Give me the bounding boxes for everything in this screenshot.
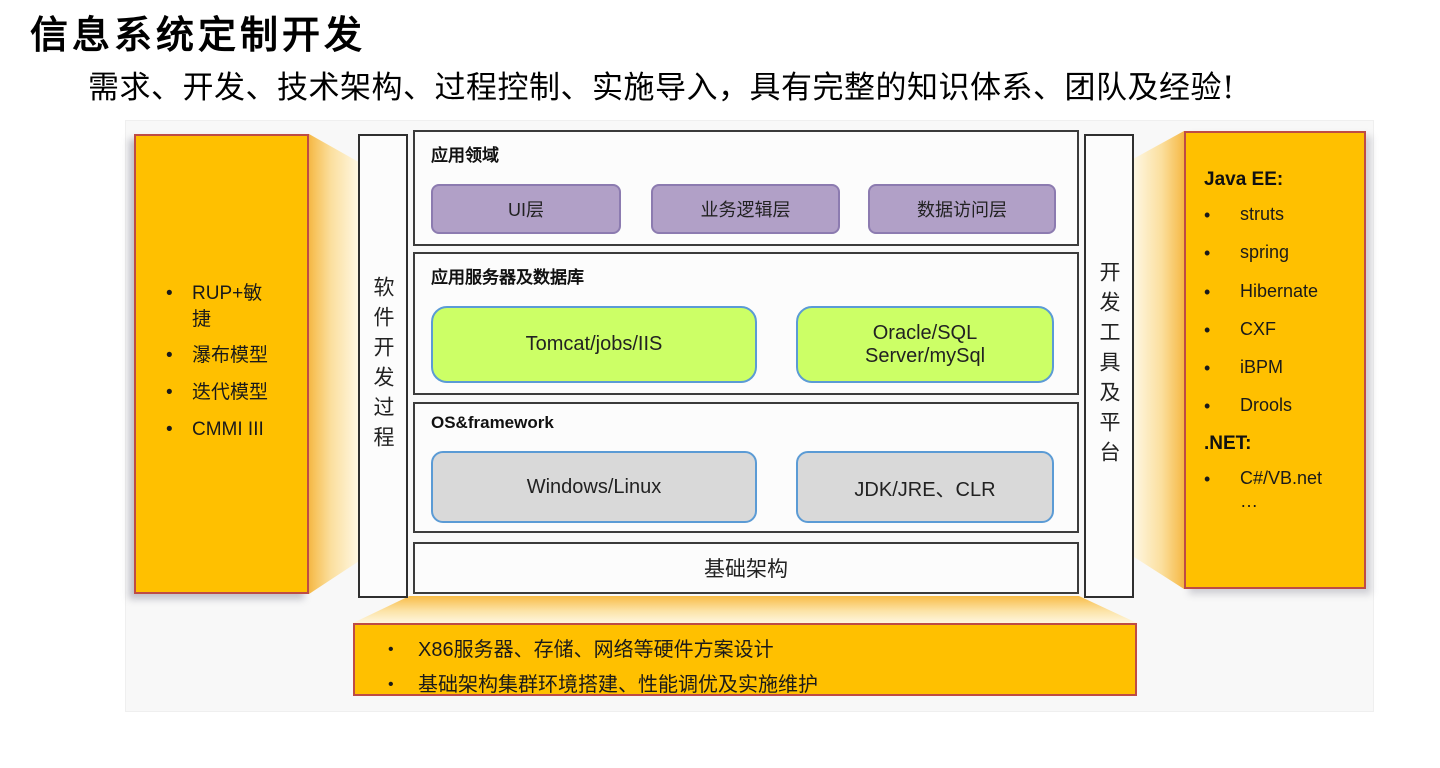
list-item: spring — [1204, 241, 1354, 265]
diagram-panel: RUP+敏捷 瀑布模型 迭代模型 CMMI III 软件开发过程 应用领域 UI… — [125, 120, 1374, 712]
javaee-group-header: Java EE: — [1204, 169, 1284, 190]
chip-label: 业务逻辑层 — [700, 200, 791, 220]
list-item-label: X86服务器、存储、网络等硬件方案设计 — [418, 639, 774, 661]
chip-label: Windows/Linux — [526, 475, 662, 498]
chip-label: UI层 — [508, 200, 544, 220]
layer-header: OS&framework — [431, 413, 554, 432]
software-process-bar: 软件开发过程 — [358, 134, 408, 598]
javaee-list: struts spring Hibernate CXF iBPM Drools — [1204, 203, 1354, 419]
list-item: Drools — [1204, 394, 1354, 418]
list-item: C#/VB.net… — [1204, 467, 1354, 514]
list-item-label: iBPM — [1240, 357, 1284, 378]
list-item: 迭代模型 — [166, 380, 307, 406]
chip-ui-layer: UI层 — [431, 184, 621, 234]
list-item-label: 迭代模型 — [192, 381, 269, 403]
layer-header: 应用服务器及数据库 — [431, 268, 584, 287]
infrastructure-services-box: X86服务器、存储、网络等硬件方案设计 基础架构集群环境搭建、性能调优及实施维护 — [353, 623, 1137, 696]
list-item-label: spring — [1240, 242, 1290, 263]
page-title: 信息系统定制开发 — [30, 12, 367, 57]
list-item: X86服务器、存储、网络等硬件方案设计 — [388, 635, 1135, 665]
chip-tomcat-jobs-iis: Tomcat/jobs/IIS — [431, 306, 757, 383]
list-item-label: 基础架构集群环境搭建、性能调优及实施维护 — [418, 674, 818, 697]
list-item-label: struts — [1240, 204, 1285, 224]
list-item-label: Hibernate — [1240, 280, 1319, 301]
list-item: CMMI III — [166, 417, 307, 443]
list-item: 基础架构集群环境搭建、性能调优及实施维护 — [388, 670, 1135, 700]
chip-label: 数据访问层 — [917, 200, 1007, 220]
page-subtitle: 需求、开发、技术架构、过程控制、实施导入，具有完整的知识体系、团队及经验! — [88, 70, 1235, 106]
software-process-label: 软件开发过程 — [371, 276, 395, 456]
left-funnel-shape — [309, 134, 358, 594]
chip-label: Oracle/SQL Server/mySql — [864, 321, 986, 367]
chip-label: Tomcat/jobs/IIS — [525, 333, 663, 355]
list-item-label: 瀑布模型 — [192, 345, 269, 367]
dotnet-list: C#/VB.net… — [1204, 467, 1354, 514]
layer-infrastructure: 基础架构 — [413, 542, 1079, 594]
list-item: Hibernate — [1204, 280, 1354, 304]
list-item: struts — [1204, 203, 1354, 227]
methodology-box: RUP+敏捷 瀑布模型 迭代模型 CMMI III — [134, 134, 309, 594]
dev-tools-platform-bar: 开发工具及平台 — [1084, 134, 1134, 598]
list-item-label: RUP+敏捷 — [192, 283, 263, 330]
list-item-label: CMMI III — [192, 418, 264, 440]
chip-data-access-layer: 数据访问层 — [868, 184, 1056, 234]
chip-label: JDK/JRE、CLR — [854, 478, 996, 501]
list-item-label: CXF — [1240, 318, 1276, 339]
chip-jdk-jre-clr: JDK/JRE、CLR — [796, 451, 1054, 523]
chip-business-logic-layer: 业务逻辑层 — [651, 184, 840, 234]
list-item: RUP+敏捷 — [166, 281, 307, 332]
list-item: 瀑布模型 — [166, 343, 307, 369]
layer-os-framework: OS&framework Windows/Linux JDK/JRE、CLR — [413, 402, 1079, 533]
list-item-label: Drools — [1240, 395, 1293, 416]
layer-appserver-database: 应用服务器及数据库 Tomcat/jobs/IIS Oracle/SQL Ser… — [413, 252, 1079, 395]
dev-tools-platform-label: 开发工具及平台 — [1097, 261, 1121, 471]
chip-oracle-sqlserver-mysql: Oracle/SQL Server/mySql — [796, 306, 1054, 383]
bottom-funnel-shape — [353, 596, 1137, 623]
tech-stack-box: Java EE: struts spring Hibernate CXF iBP… — [1184, 131, 1366, 589]
chip-windows-linux: Windows/Linux — [431, 451, 757, 523]
layer-header: 应用领域 — [431, 146, 499, 165]
dotnet-group-header: .NET: — [1204, 432, 1252, 454]
list-item: iBPM — [1204, 356, 1354, 380]
infrastructure-services-list: X86服务器、存储、网络等硬件方案设计 基础架构集群环境搭建、性能调优及实施维护 — [355, 625, 1135, 701]
list-item-label: C#/VB.net… — [1240, 467, 1323, 512]
list-item: CXF — [1204, 318, 1354, 342]
infrastructure-label: 基础架构 — [704, 558, 788, 581]
tech-stack-content: Java EE: struts spring Hibernate CXF iBP… — [1186, 133, 1364, 514]
layer-application-domain: 应用领域 UI层 业务逻辑层 数据访问层 — [413, 130, 1079, 246]
methodology-list: RUP+敏捷 瀑布模型 迭代模型 CMMI III — [136, 136, 307, 442]
right-funnel-shape — [1134, 131, 1184, 589]
